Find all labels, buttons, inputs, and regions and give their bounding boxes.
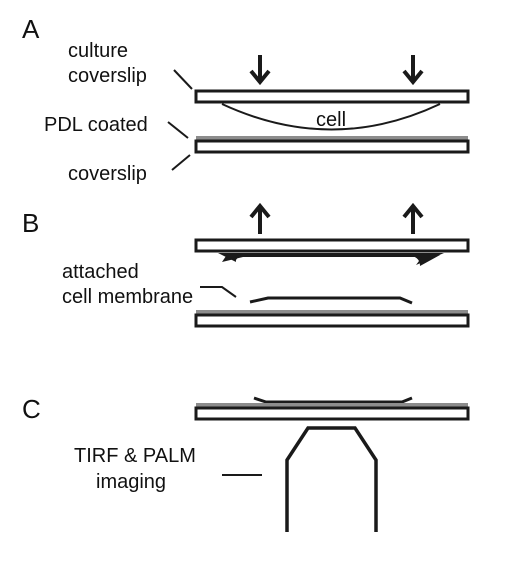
- label-coverslip-top: coverslip: [68, 65, 147, 87]
- pdl-coating-b: [196, 310, 468, 314]
- label-attached: attached: [62, 261, 139, 283]
- leader-line-membrane: [200, 286, 237, 298]
- panel-c: C TIRF & PALM imaging: [22, 394, 470, 532]
- panel-a: A culture coverslip PDL coated coverslip…: [22, 14, 470, 185]
- objective-lens-icon: [285, 426, 378, 532]
- pdl-coating: [196, 136, 468, 140]
- leader-line-culture-coverslip: [173, 69, 193, 90]
- up-arrow-right-icon: [402, 202, 424, 234]
- cell-shape: [221, 103, 441, 131]
- label-cell-membrane: cell membrane: [62, 286, 193, 308]
- label-tirf-palm: TIRF & PALM: [74, 445, 196, 467]
- panel-c-letter: C: [22, 394, 41, 424]
- label-culture: culture: [68, 40, 128, 62]
- panel-b-letter: B: [22, 208, 39, 238]
- lifted-culture-coverslip: [194, 238, 470, 253]
- label-coverslip-bottom: coverslip: [68, 163, 147, 185]
- culture-coverslip: [194, 89, 470, 104]
- bottom-coverslip-c: [194, 406, 470, 421]
- down-arrow-left-icon: [249, 55, 271, 86]
- panel-b: B attached cell membrane: [22, 202, 470, 328]
- bottom-coverslip-b: [194, 313, 470, 328]
- bottom-coverslip: [194, 139, 470, 154]
- label-imaging: imaging: [96, 471, 166, 493]
- leader-line-coverslip: [171, 154, 191, 171]
- cell-label: cell: [316, 109, 346, 131]
- attached-membrane: [249, 296, 413, 305]
- down-arrow-right-icon: [402, 55, 424, 86]
- cell-remnant-top-edge: [222, 253, 444, 265]
- label-pdl-coated: PDL coated: [44, 114, 148, 136]
- up-arrow-left-icon: [249, 202, 271, 234]
- pdl-coating-c: [196, 403, 468, 407]
- attached-membrane-c: [253, 396, 413, 404]
- leader-line-pdl: [167, 121, 189, 139]
- panel-a-letter: A: [22, 14, 40, 44]
